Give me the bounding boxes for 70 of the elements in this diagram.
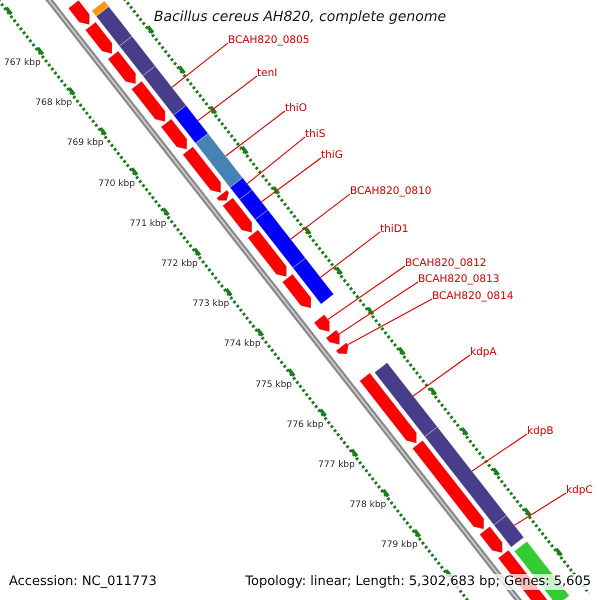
gene-bar	[194, 132, 244, 188]
leader-line	[339, 282, 418, 334]
gene-bar	[91, 0, 110, 17]
scale-label: 771 kbp	[130, 218, 166, 229]
gene-bar	[493, 514, 524, 548]
leader-line	[514, 492, 566, 526]
scale-label: 773 kbp	[192, 299, 230, 310]
gene-label: thiS	[305, 128, 326, 140]
scale-label: 767 kbp	[4, 58, 41, 68]
gene-bar	[172, 104, 209, 144]
scale-label: 777 kbp	[318, 460, 355, 470]
gene-label: BCAH820_0810	[350, 185, 432, 197]
gene-feature	[84, 21, 113, 54]
gene-feature	[68, 0, 90, 26]
leader-line	[472, 434, 528, 472]
gene-label: tenI	[257, 67, 278, 79]
gene-feature	[359, 372, 417, 444]
gene-feature	[282, 273, 312, 309]
gene-feature	[160, 118, 188, 150]
gene-feature	[412, 440, 484, 530]
gene-feature	[247, 229, 287, 278]
gene-label: kdpC	[566, 484, 593, 496]
gene-bar	[118, 36, 156, 76]
leader-line	[246, 136, 306, 184]
scale-label: 772 kbp	[161, 258, 198, 269]
leader-line	[328, 266, 406, 320]
scale-label: 774 kbp	[224, 339, 261, 350]
gene-bar	[238, 189, 268, 220]
gene-label: BCAH820_0814	[432, 290, 514, 302]
leader-line	[320, 232, 380, 278]
gene-feature	[313, 314, 330, 332]
gene-feature	[182, 146, 222, 194]
leader-line	[172, 42, 228, 88]
gene-feature	[107, 50, 136, 84]
scale-label: 770 kbp	[98, 178, 135, 189]
leader-line	[225, 110, 286, 156]
gene-label: BCAH820_0805	[228, 34, 310, 46]
scale-label: 775 kbp	[255, 380, 292, 390]
gene-feature	[222, 197, 252, 234]
scale-label: 778 kbp	[350, 500, 386, 510]
leader-line	[290, 194, 350, 240]
gene-bar	[292, 258, 334, 305]
leader-line	[348, 298, 432, 346]
scale-label: 769 kbp	[66, 138, 104, 148]
gene-label: BCAH820_0812	[405, 257, 486, 269]
gene-bar	[424, 426, 508, 526]
accession-label: Accession: NC_011773	[9, 574, 157, 590]
gene-bar	[374, 362, 438, 438]
gene-feature	[479, 526, 503, 554]
gene-feature	[130, 80, 166, 122]
gene-bar	[142, 65, 187, 116]
leader-line	[412, 354, 470, 396]
scale-label: 779 kbp	[380, 540, 418, 550]
leader-line	[261, 158, 322, 202]
gene-bar	[96, 6, 133, 47]
scale-label: 776 kbp	[286, 420, 324, 430]
gene-label: kdpA	[470, 346, 497, 358]
gene-bar	[229, 177, 253, 200]
gene-label: BCAH820_0813	[418, 273, 500, 285]
diagram-title: Bacillus cereus AH820, complete genome	[154, 8, 446, 26]
gene-feature	[335, 342, 349, 354]
leader-line	[198, 76, 258, 122]
scale-label: 768 kbp	[35, 98, 72, 108]
gene-label: thiO	[285, 102, 307, 114]
gene-label: thiG	[321, 149, 343, 161]
gene-label: kdpB	[527, 425, 554, 437]
genome-summary-label: Topology: linear; Length: 5,302,683 bp; Genes: 5,605	[245, 574, 591, 590]
gene-feature	[325, 329, 340, 346]
gene-label: thiD1	[380, 223, 408, 235]
gene-bar	[254, 209, 306, 268]
